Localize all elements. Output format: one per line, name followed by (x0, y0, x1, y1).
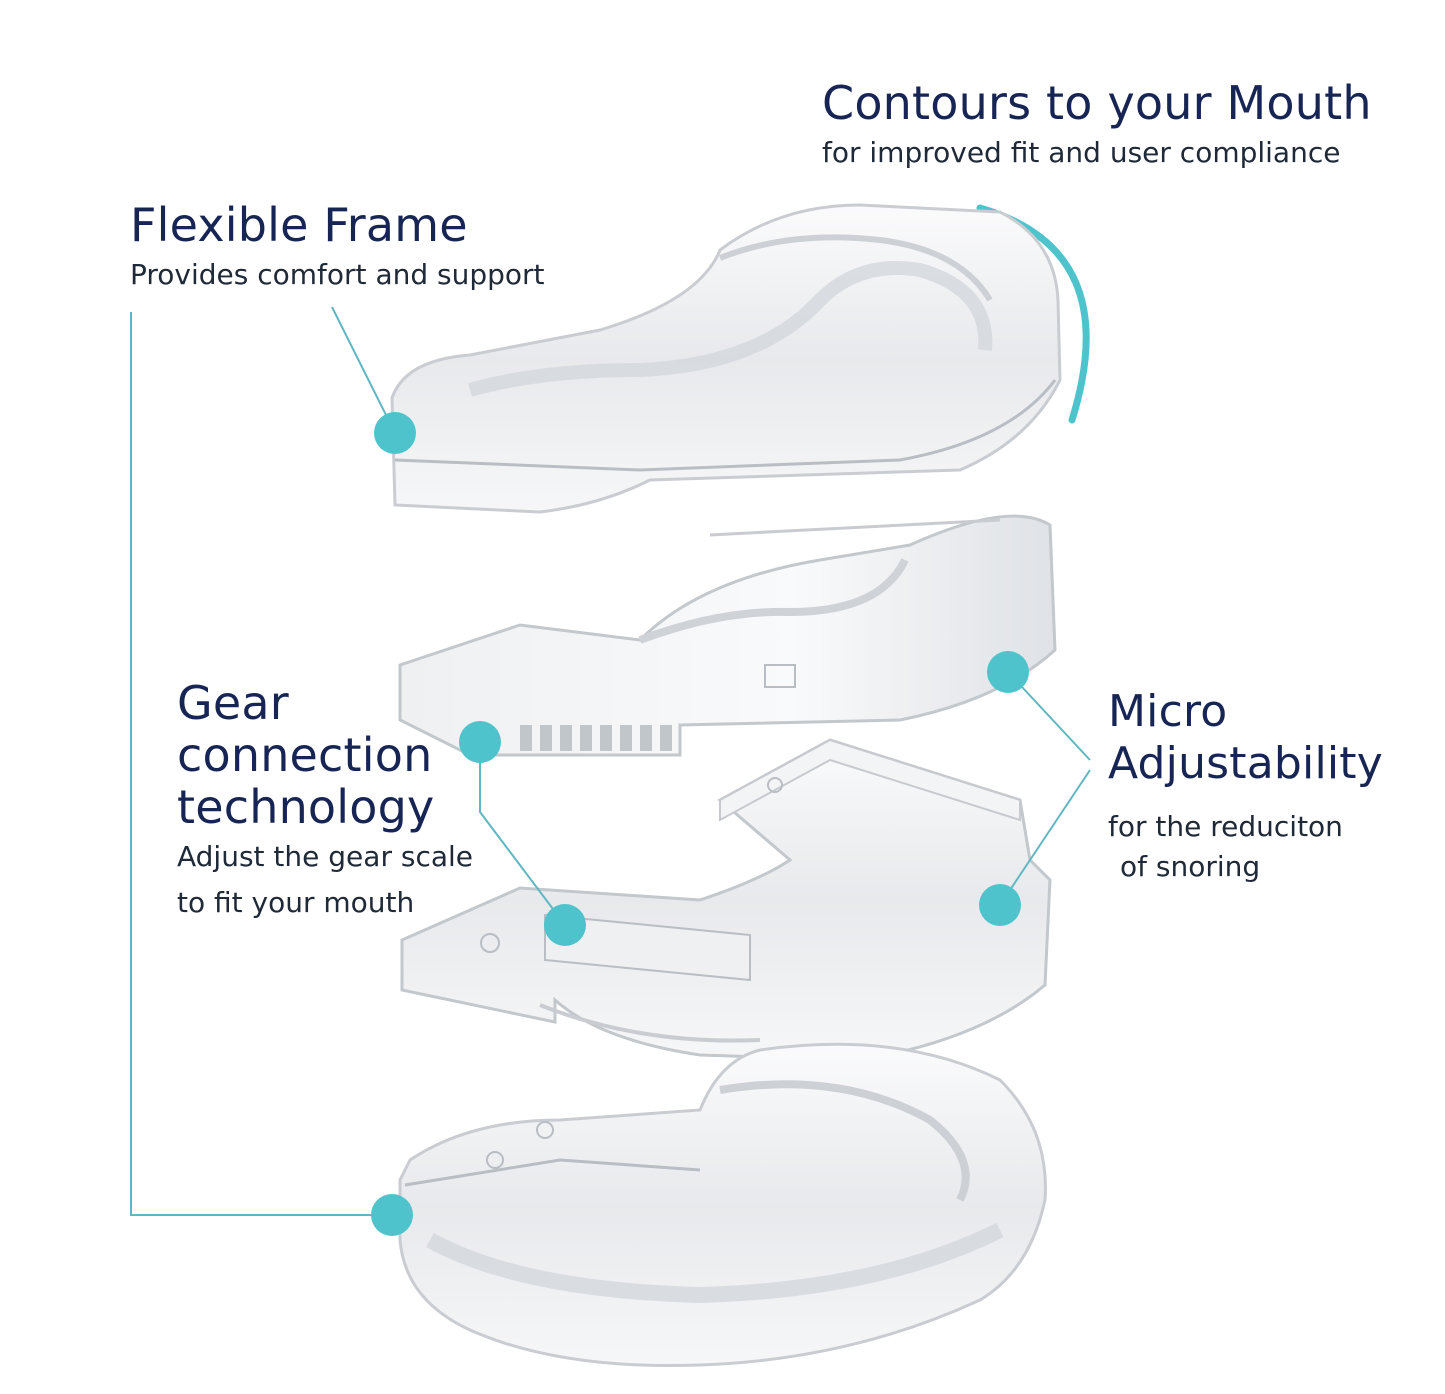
gear-title-line-3: technology (177, 780, 435, 834)
micro-leader-line-lower (999, 769, 1091, 906)
top-tray-layer (390, 203, 1062, 514)
gear-leader-line (479, 742, 566, 926)
gear-subtitle-line-2: to fit your mouth (177, 886, 415, 919)
flexible-frame-subtitle: Provides comfort and support (130, 258, 545, 291)
contours-title: Contours to your Mouth (822, 76, 1372, 130)
gear-title-line-2: connection (177, 728, 433, 782)
flexible-leader-line (331, 306, 396, 434)
gear-plate-dot (544, 904, 586, 946)
gear-title-line-1: Gear (177, 676, 289, 730)
gear-connection-dot (459, 721, 501, 763)
micro-title-line-1: Micro (1108, 686, 1228, 737)
micro-adjustability-dot-lower (979, 884, 1021, 926)
micro-subtitle-line-2: of snoring (1120, 850, 1261, 883)
bottom-tray-dot (371, 1194, 413, 1236)
upper-gear-plate-layer (398, 514, 1057, 757)
bottom-tray-layer (398, 1042, 1047, 1368)
micro-title-line-2: Adjustability (1108, 738, 1384, 789)
contours-subtitle: for improved fit and user compliance (822, 136, 1341, 169)
flexible-frame-title: Flexible Frame (130, 198, 468, 252)
flexible-frame-dot (374, 412, 416, 454)
left-bracket-leader-line (130, 312, 392, 1216)
micro-adjustability-dot-upper (987, 651, 1029, 693)
micro-subtitle-line-1: for the reduciton (1108, 810, 1343, 843)
lower-gear-plate-layer (400, 738, 1052, 1062)
gear-subtitle-line-1: Adjust the gear scale (177, 840, 473, 873)
